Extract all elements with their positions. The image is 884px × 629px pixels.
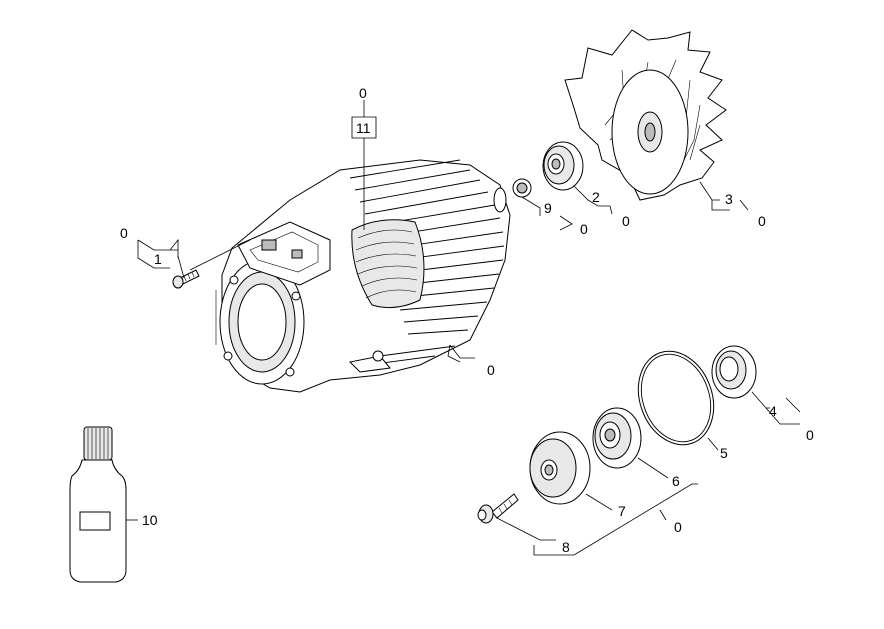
ball-bearing-rear [542,141,584,191]
shaft-seal [711,345,757,399]
small-bearing [512,178,532,198]
callout-0-base: 0 [487,362,495,378]
callout-0-group: 0 [674,519,682,535]
callout-0-3: 0 [758,213,766,229]
callout-8: 8 [562,539,570,555]
callout-11: 11 [356,120,371,136]
callout-4: 4 [769,403,777,419]
callout-10: 10 [142,512,158,528]
screw-with-washer [477,493,519,524]
callout-2: 2 [592,189,600,205]
motor-housing [215,159,511,393]
callout-7: 7 [618,503,626,519]
callout-0-9: 0 [580,221,588,237]
leader-lines [126,100,801,556]
callout-3: 3 [725,191,733,207]
callout-0-screw: 0 [120,225,128,241]
screw [172,269,200,289]
callout-labels: 0 11 0 1 9 0 2 0 3 0 0 4 0 5 6 7 0 8 10 [120,85,814,555]
callout-0-4: 0 [806,427,814,443]
bearing-cover [529,431,591,505]
o-ring [637,350,715,446]
oil-bottle [69,426,127,583]
cooling-fan [564,29,727,201]
callout-0-2: 0 [622,213,630,229]
callout-6: 6 [672,473,680,489]
callout-1: 1 [154,251,162,267]
callout-5: 5 [720,445,728,461]
ball-bearing-front [592,407,642,469]
callout-0-motor: 0 [359,85,367,101]
callout-9: 9 [544,200,552,216]
